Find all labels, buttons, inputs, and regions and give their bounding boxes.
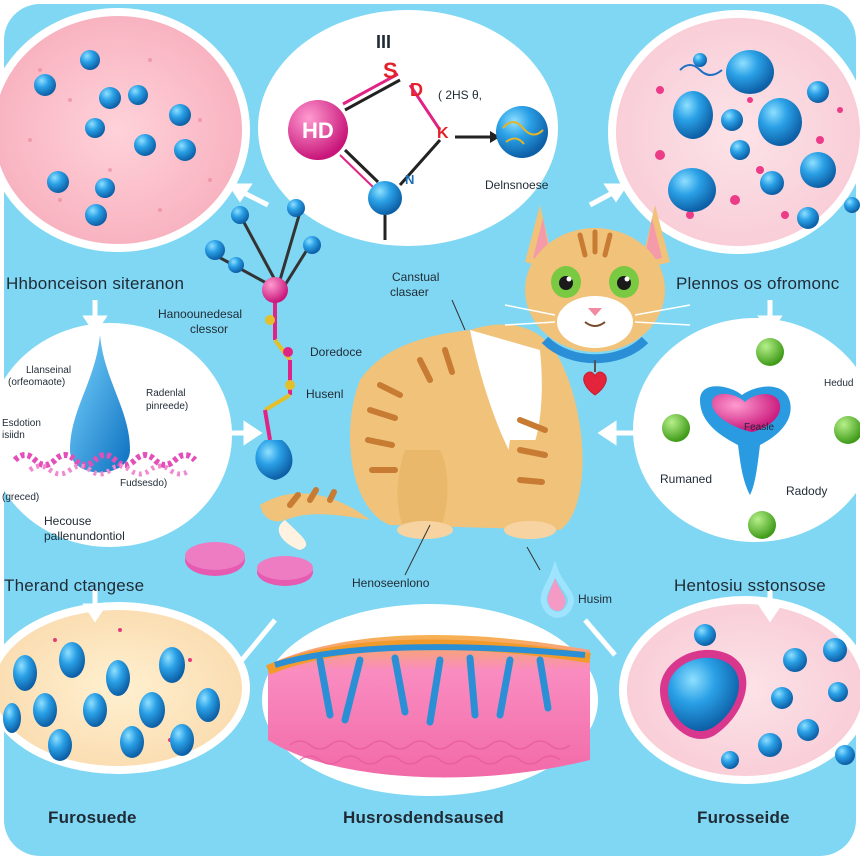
- chain-label-4: Husenl: [306, 387, 344, 401]
- molecule-iii-label: III: [376, 32, 392, 52]
- chain-label-1: Hanoounedesal: [158, 307, 243, 321]
- title-top-left: Hhbonceison siteranon: [6, 274, 185, 293]
- left-mid-label-10: pallenundontiol: [44, 529, 125, 543]
- left-mid-label-2: (orfeomaote): [8, 377, 66, 388]
- title-middle-right: Hentosiu sstonsose: [674, 576, 826, 595]
- left-mid-label-5: Esdotion: [2, 418, 41, 429]
- title-bottom-center: Husrosdendsaused: [343, 808, 504, 827]
- droplet-shape: [70, 335, 130, 473]
- cat-label-2: clasaer: [390, 285, 429, 299]
- molecule-k-label: K: [437, 125, 449, 142]
- chain-label-2: clessor: [190, 322, 229, 336]
- flow-arrows: [82, 183, 783, 662]
- panel-bottom-left: [0, 602, 250, 774]
- panel-middle-right: [633, 318, 860, 542]
- left-mid-label-4: pinreede): [146, 401, 189, 412]
- molecule-target-sphere: [496, 106, 548, 158]
- panel-top-left: [0, 8, 250, 252]
- left-mid-label-7: Fudsesdo): [120, 478, 168, 489]
- pills: [185, 542, 313, 586]
- molecule-n-label: N: [405, 172, 415, 187]
- cat-label-1: Canstual: [392, 270, 440, 284]
- panel-top-center: [258, 10, 558, 246]
- title-bottom-right: Furosseide: [697, 808, 790, 827]
- left-mid-label-3: Radenlal: [146, 388, 186, 399]
- chain-label-3: Doredoce: [310, 345, 363, 359]
- cat-label-3: Henoseenlono: [352, 576, 430, 590]
- left-mid-label-1: Llanseinal: [26, 365, 72, 376]
- panel-middle-left: [0, 323, 232, 547]
- panel-bottom-right: [619, 596, 860, 784]
- panel-top-right: [608, 10, 860, 254]
- drop-label: Husim: [578, 592, 613, 606]
- label-leaders: [404, 299, 541, 576]
- molecule-d-label: D: [410, 80, 423, 100]
- left-mid-label-6: isiidn: [2, 430, 25, 441]
- left-mid-label-8: (greced): [2, 492, 40, 503]
- left-mid-label-9: Hecouse: [44, 514, 92, 528]
- molecule-hd-label: HD: [302, 118, 334, 143]
- pink-drop: [540, 560, 574, 618]
- cat-illustration: [260, 205, 691, 550]
- molecule-hd-atom: [288, 100, 348, 160]
- title-top-right: Plennos os ofromonc: [676, 274, 840, 293]
- chain-molecule: [205, 199, 321, 480]
- title-middle-left: Therand ctangese: [4, 576, 145, 595]
- title-bottom-left: Furosuede: [48, 808, 137, 827]
- right-mid-label-2: Feasle: [744, 422, 775, 433]
- panel-bottom-center: [262, 604, 598, 796]
- molecule-s-label: S: [383, 58, 398, 83]
- molecule-caption: Delnsnoese: [485, 178, 549, 192]
- right-mid-label-4: Radody: [786, 484, 828, 498]
- right-mid-label-3: Rumaned: [660, 472, 713, 486]
- molecule-formula: ( 2HS θ,: [438, 88, 483, 102]
- right-mid-label-1: Hedud: [824, 378, 854, 389]
